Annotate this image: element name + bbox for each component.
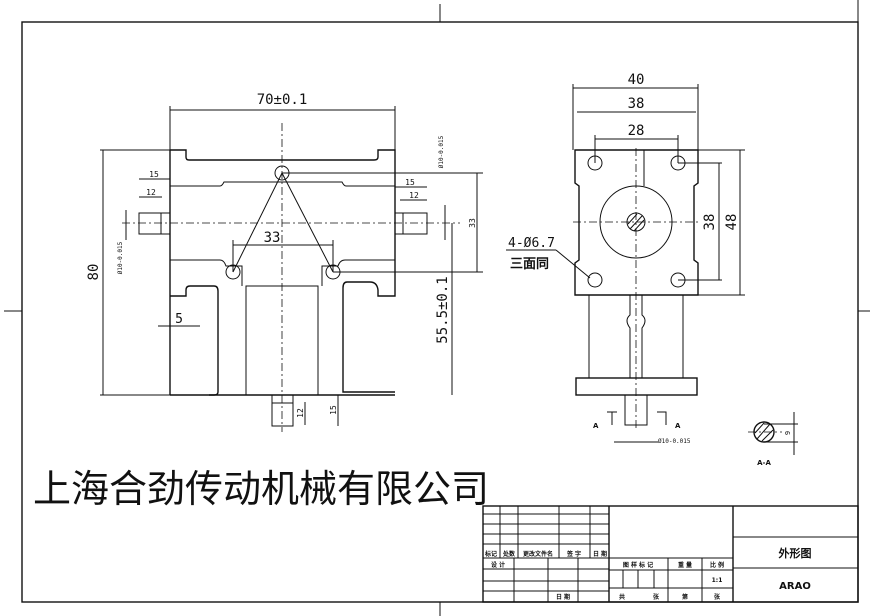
dim-left-shaft-inner: 12 bbox=[146, 188, 156, 197]
tb-header-date: 日 期 bbox=[593, 550, 607, 558]
dim-hole-spacing-v: 38 bbox=[702, 214, 718, 231]
dim-vertical-spacing: 33 bbox=[468, 218, 477, 228]
tb-header-doc: 更改文件名 bbox=[523, 550, 553, 558]
dim-height-outer: 48 bbox=[724, 214, 740, 231]
dim-shaft-height: 55.5±0.1 bbox=[435, 276, 451, 343]
section-a-a: 9 A-A bbox=[748, 412, 798, 467]
tb-drawing-name: 外形图 bbox=[778, 546, 812, 560]
section-mark-left: A bbox=[593, 422, 599, 430]
tb-weight: 重 量 bbox=[678, 561, 692, 569]
hole-note: 4-Ø6.7 bbox=[508, 236, 555, 251]
side-view: 40 38 28 38 48 4-Ø6.7 三面同 A A Ø10-0.015 bbox=[506, 72, 745, 445]
dim-right-shaft-outer: 15 bbox=[405, 178, 415, 187]
dim-output-shaft-dia: Ø10-0.015 bbox=[658, 438, 691, 445]
tb-header-count: 处数 bbox=[502, 550, 516, 558]
tb-sheets1: 张 bbox=[653, 593, 660, 601]
front-view: 70±0.1 80 33 33 55.5±0.1 15 12 15 12 Ø10… bbox=[86, 92, 483, 432]
tb-header-mark: 标记 bbox=[484, 550, 497, 558]
dim-width: 70±0.1 bbox=[257, 92, 308, 108]
dim-right-shaft-dia: Ø10-0.015 bbox=[438, 135, 445, 168]
tb-scale-value: 1:1 bbox=[712, 577, 723, 584]
title-block: 标记 处数 更改文件名 签 字 日 期 设 计 日 期 图 样 标 记 重 量 … bbox=[482, 505, 859, 603]
dim-bottom-shaft-outer: 15 bbox=[329, 405, 338, 415]
tb-drawing-code: ARAO bbox=[779, 581, 811, 592]
dim-left-shaft-dia: Ø10-0.015 bbox=[117, 241, 124, 274]
section-label: A-A bbox=[757, 459, 771, 467]
tb-design: 设 计 bbox=[491, 561, 505, 569]
dim-left-shaft-outer: 15 bbox=[149, 170, 159, 179]
tb-scale-label: 比 例 bbox=[710, 561, 724, 569]
company-name: 上海合劲传动机械有限公司 bbox=[33, 467, 490, 511]
dim-hole-spacing-h: 28 bbox=[628, 123, 645, 139]
dim-flat: 9 bbox=[784, 431, 792, 435]
dim-hole-spacing: 33 bbox=[264, 230, 281, 246]
tb-sheets2: 张 bbox=[714, 593, 721, 601]
section-mark-right: A bbox=[675, 422, 681, 430]
dim-height: 80 bbox=[86, 264, 102, 281]
dim-bottom-shaft-inner: 12 bbox=[296, 408, 305, 418]
hole-note-three-faces: 三面同 bbox=[510, 257, 549, 272]
dim-right-shaft-inner: 12 bbox=[409, 191, 419, 200]
dim-wall: 5 bbox=[175, 312, 183, 327]
dim-width-outer: 40 bbox=[628, 72, 645, 88]
dim-width-mid: 38 bbox=[628, 96, 645, 112]
tb-page: 第 bbox=[681, 593, 688, 601]
tb-total: 共 bbox=[619, 593, 625, 601]
tb-stage-mark: 图 样 标 记 bbox=[623, 561, 653, 569]
tb-header-sign: 签 字 bbox=[566, 550, 581, 558]
tb-date: 日 期 bbox=[556, 593, 570, 601]
